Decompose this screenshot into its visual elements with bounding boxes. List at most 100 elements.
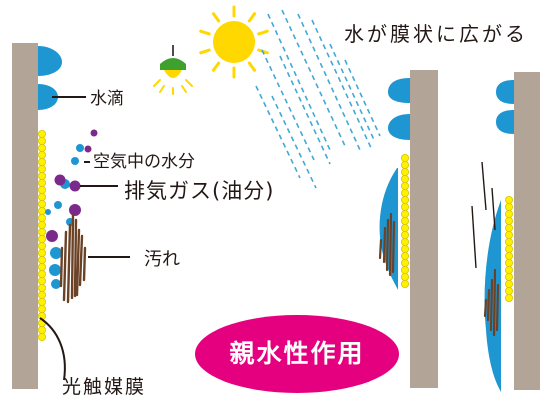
diagram-title: 水が膜状に広がる bbox=[344, 22, 528, 46]
water-drop-mid-2 bbox=[388, 114, 410, 140]
film-bead bbox=[38, 297, 47, 306]
film-bead bbox=[400, 265, 409, 274]
film-bead bbox=[38, 325, 47, 334]
sun-icon bbox=[199, 5, 269, 79]
wall-right bbox=[514, 72, 540, 390]
film-bead bbox=[400, 160, 409, 169]
leader-lines bbox=[39, 96, 130, 381]
film-bead bbox=[400, 230, 409, 239]
film-bead bbox=[400, 244, 409, 253]
film-bead bbox=[38, 164, 47, 173]
lamp-icon bbox=[153, 45, 193, 95]
film-bead bbox=[400, 195, 409, 204]
film-bead bbox=[38, 332, 47, 341]
film-bead bbox=[38, 220, 47, 229]
dirt-right bbox=[483, 268, 500, 337]
dirt-left bbox=[59, 213, 87, 304]
film-bead bbox=[38, 178, 47, 187]
water-drop-right-1 bbox=[496, 80, 514, 104]
film-bead bbox=[400, 202, 409, 211]
dirt-middle bbox=[378, 212, 396, 277]
sun-ray bbox=[257, 29, 269, 36]
photocatalyst-film-right bbox=[504, 195, 513, 302]
film-bead bbox=[38, 199, 47, 208]
photocatalyst-film-left bbox=[38, 129, 47, 341]
film-bead bbox=[504, 279, 513, 288]
film-bead bbox=[38, 192, 47, 201]
exhaust-gas-particles bbox=[46, 129, 98, 242]
film-bead bbox=[38, 213, 47, 222]
film-bead bbox=[400, 279, 409, 288]
film-bead bbox=[400, 216, 409, 225]
water-drop-1 bbox=[38, 46, 62, 76]
film-bead bbox=[504, 265, 513, 274]
photocatalyst-film-middle bbox=[400, 153, 409, 288]
film-bead bbox=[504, 244, 513, 253]
film-bead bbox=[504, 251, 513, 260]
film-bead bbox=[38, 276, 47, 285]
film-bead bbox=[38, 248, 47, 257]
wall-middle bbox=[410, 70, 438, 388]
film-bead bbox=[38, 206, 47, 215]
film-bead bbox=[400, 174, 409, 183]
sun-ray bbox=[247, 12, 257, 23]
film-bead bbox=[504, 209, 513, 218]
water-drop-mid-1 bbox=[388, 78, 410, 103]
film-bead bbox=[38, 129, 47, 138]
label-dirt: 汚れ bbox=[144, 249, 180, 270]
film-bead bbox=[504, 286, 513, 295]
film-bead bbox=[38, 255, 47, 264]
film-bead bbox=[38, 136, 47, 145]
film-bead bbox=[38, 304, 47, 313]
film-bead bbox=[400, 167, 409, 176]
label-water-drop: 水滴 bbox=[90, 89, 124, 109]
film-bead bbox=[400, 251, 409, 260]
film-bead bbox=[38, 185, 47, 194]
water-drop-2 bbox=[38, 84, 58, 110]
rain-lines bbox=[255, 9, 381, 189]
sun-ray bbox=[199, 29, 211, 36]
motion-lines bbox=[471, 161, 496, 269]
film-bead bbox=[400, 188, 409, 197]
film-bead bbox=[400, 181, 409, 190]
film-bead bbox=[400, 237, 409, 246]
film-bead bbox=[38, 290, 47, 299]
water-drop-right-2 bbox=[496, 110, 514, 134]
film-bead bbox=[38, 234, 47, 243]
film-bead bbox=[400, 223, 409, 232]
hydrophilic-badge bbox=[195, 315, 399, 393]
film-bead bbox=[504, 223, 513, 232]
film-bead bbox=[38, 150, 47, 159]
film-bead bbox=[400, 209, 409, 218]
label-water-vapor: 空気中の水分 bbox=[93, 152, 195, 172]
sun-ray bbox=[211, 12, 221, 23]
sun-ray bbox=[199, 48, 211, 55]
film-bead bbox=[504, 237, 513, 246]
film-bead bbox=[38, 283, 47, 292]
film-bead bbox=[400, 258, 409, 267]
film-bead bbox=[400, 272, 409, 281]
film-bead bbox=[400, 153, 409, 162]
film-bead bbox=[504, 202, 513, 211]
film-bead bbox=[504, 258, 513, 267]
label-exhaust-gas: 排気ガス(油分) bbox=[124, 179, 275, 203]
wall-left bbox=[12, 43, 38, 389]
film-bead bbox=[38, 143, 47, 152]
water-vapor-particles bbox=[45, 144, 84, 289]
film-bead bbox=[38, 171, 47, 180]
film-bead bbox=[38, 269, 47, 278]
label-photocatalyst-film: 光触媒膜 bbox=[62, 376, 147, 398]
film-bead bbox=[504, 293, 513, 302]
film-bead bbox=[38, 241, 47, 250]
sun-ray bbox=[247, 61, 257, 72]
film-bead bbox=[38, 262, 47, 271]
film-bead bbox=[504, 195, 513, 204]
film-bead bbox=[38, 227, 47, 236]
sun-ray bbox=[211, 61, 221, 72]
film-bead bbox=[504, 216, 513, 225]
film-bead bbox=[504, 230, 513, 239]
film-bead bbox=[38, 157, 47, 166]
film-bead bbox=[504, 272, 513, 281]
